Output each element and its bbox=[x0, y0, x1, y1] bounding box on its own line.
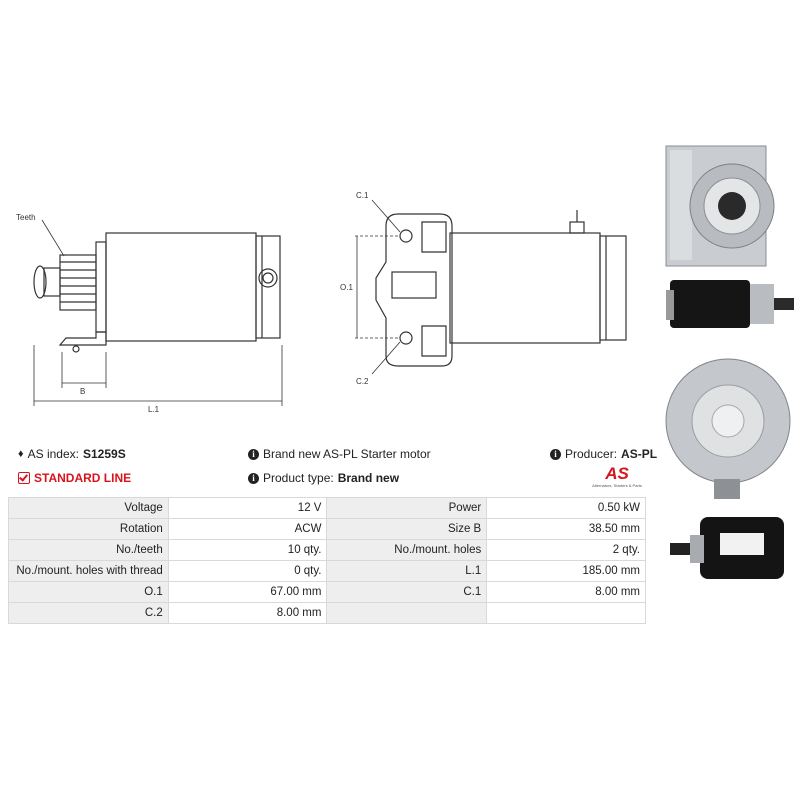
info-icon: i bbox=[248, 448, 259, 460]
product-type-label: Product type: bbox=[263, 471, 334, 485]
as-index-label: AS index: bbox=[27, 447, 79, 461]
table-row: No./teeth 10 qty. No./mount. holes 2 qty… bbox=[8, 539, 646, 561]
product-photo-rear bbox=[665, 358, 791, 499]
spec-label: C.1 bbox=[326, 581, 488, 603]
spec-label: C.2 bbox=[8, 602, 169, 624]
product-type-value: Brand new bbox=[337, 471, 400, 485]
spec-label: Voltage bbox=[8, 497, 169, 519]
table-row: No./mount. holes with thread 0 qty. L.1 … bbox=[8, 560, 646, 582]
logo-tagline: Alternators, Starters & Parts bbox=[592, 483, 642, 488]
as-index-row: ♦ AS index: S1259S bbox=[18, 447, 126, 461]
spec-value: 185.00 mm bbox=[486, 560, 646, 582]
as-index-value: S1259S bbox=[83, 447, 126, 461]
spec-label: No./teeth bbox=[8, 539, 169, 561]
product-description: Brand new AS-PL Starter motor bbox=[263, 447, 431, 461]
product-photo-angle bbox=[670, 517, 784, 579]
description-row: i Brand new AS-PL Starter motor bbox=[248, 447, 431, 461]
spec-value bbox=[486, 602, 646, 624]
table-row: Rotation ACW Size B 38.50 mm bbox=[8, 518, 646, 540]
specs-table: Voltage 12 V Power 0.50 kW Rotation ACW … bbox=[8, 497, 646, 624]
teeth-label: Teeth bbox=[16, 213, 36, 222]
spec-value: 8.00 mm bbox=[486, 581, 646, 603]
spec-value: 2 qty. bbox=[486, 539, 646, 561]
product-photo-side bbox=[666, 280, 794, 328]
producer-label: Producer: bbox=[565, 447, 618, 461]
spec-value: 0.50 kW bbox=[486, 497, 646, 519]
table-row: O.1 67.00 mm C.1 8.00 mm bbox=[8, 581, 646, 603]
producer-row: i Producer: AS-PL bbox=[550, 447, 657, 461]
standard-line-label: STANDARD LINE bbox=[34, 471, 132, 485]
product-type-row: i Product type: Brand new bbox=[248, 471, 399, 485]
spec-label: O.1 bbox=[8, 581, 169, 603]
spec-label: No./mount. holes bbox=[326, 539, 488, 561]
front-view-drawing: C.1 O.1 C.2 bbox=[340, 191, 627, 386]
info-icon: i bbox=[550, 448, 561, 460]
spec-label: L.1 bbox=[326, 560, 488, 582]
logo-mark: AS bbox=[605, 464, 629, 483]
c2-label: C.2 bbox=[356, 377, 369, 386]
spec-value: 38.50 mm bbox=[486, 518, 646, 540]
spec-label: Size B bbox=[326, 518, 488, 540]
table-row: C.2 8.00 mm bbox=[8, 602, 646, 624]
o1-label: O.1 bbox=[340, 283, 353, 292]
producer-value: AS-PL bbox=[621, 447, 658, 461]
checkbox-icon bbox=[18, 472, 30, 484]
as-pl-logo: AS Alternators, Starters & Parts bbox=[584, 465, 650, 495]
spec-label bbox=[326, 602, 488, 624]
spec-value: 10 qty. bbox=[167, 539, 328, 561]
product-photo-pinion bbox=[665, 145, 775, 267]
b-label: B bbox=[80, 387, 85, 396]
c1-label: C.1 bbox=[356, 191, 369, 200]
line-row: STANDARD LINE bbox=[18, 471, 131, 485]
spec-label: Power bbox=[326, 497, 488, 519]
spec-value: 0 qty. bbox=[167, 560, 328, 582]
as-index-icon: ♦ bbox=[18, 448, 24, 460]
info-icon: i bbox=[248, 472, 259, 484]
spec-value: 8.00 mm bbox=[167, 602, 328, 624]
l1-label: L.1 bbox=[148, 405, 160, 414]
spec-value: ACW bbox=[167, 518, 328, 540]
spec-value: 67.00 mm bbox=[167, 581, 328, 603]
side-view-drawing: Teeth B L.1 bbox=[16, 213, 283, 414]
spec-value: 12 V bbox=[167, 497, 328, 519]
spec-label: Rotation bbox=[8, 518, 169, 540]
table-row: Voltage 12 V Power 0.50 kW bbox=[8, 497, 646, 519]
spec-label: No./mount. holes with thread bbox=[8, 560, 169, 582]
